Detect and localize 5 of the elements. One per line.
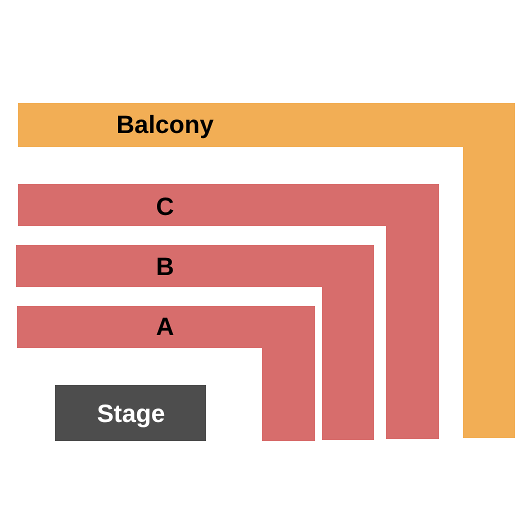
- section-label: Stage: [96, 400, 166, 428]
- section-label: A: [156, 313, 174, 341]
- section-label: B: [156, 253, 174, 281]
- section-label: Balcony: [116, 111, 214, 139]
- section-label: C: [156, 193, 174, 221]
